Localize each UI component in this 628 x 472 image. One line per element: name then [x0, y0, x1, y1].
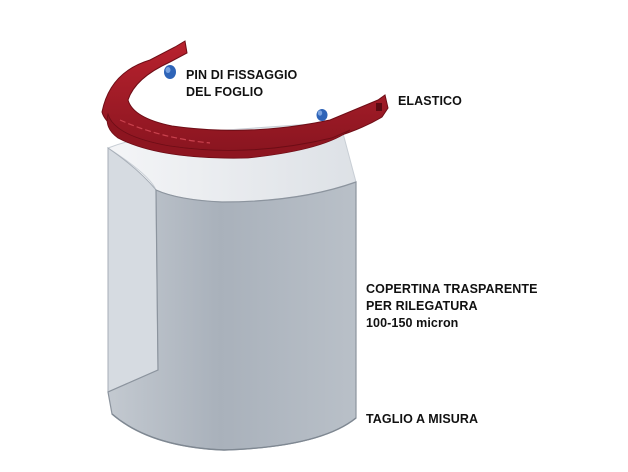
pin-label-line2: DEL FOGLIO	[186, 85, 264, 99]
pin-label: PIN DI FISSAGGIO DEL FOGLIO	[186, 67, 297, 101]
cover-label-line2: PER RILEGATURA	[366, 299, 478, 313]
cover-label: COPERTINA TRASPARENTE PER RILEGATURA 100…	[366, 281, 538, 332]
headband-lower	[106, 112, 351, 159]
pin-icon	[164, 65, 176, 79]
shield-bottom-edge	[111, 413, 357, 451]
headband-emboss	[119, 119, 211, 144]
pin-icon	[316, 109, 328, 121]
cut-label: TAGLIO A MISURA	[366, 412, 479, 426]
elastic-label: ELASTICO	[398, 94, 462, 108]
cover-label-line3: 100-150 micron	[366, 316, 459, 330]
headband-slot	[376, 103, 382, 111]
cover-label-line1: COPERTINA TRASPARENTE	[366, 282, 538, 296]
pin-label-line1: PIN DI FISSAGGIO	[186, 68, 298, 82]
shield-front-surface	[107, 147, 159, 393]
